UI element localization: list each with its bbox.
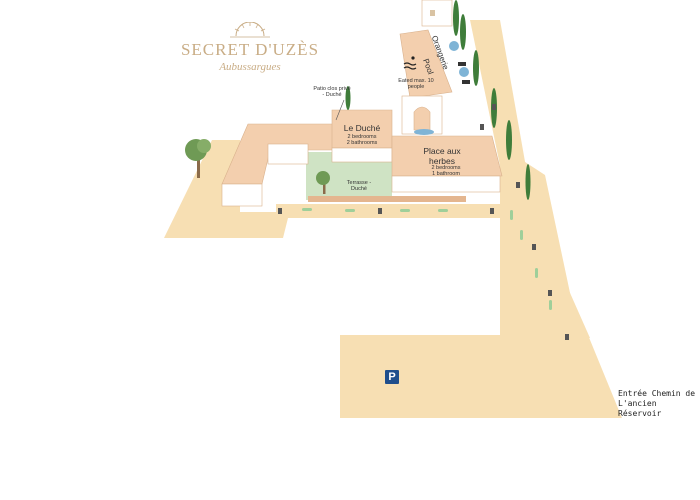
upper-right-path-ground [470, 20, 530, 190]
swimming-icon [403, 56, 417, 70]
lower-walkway-ground [276, 204, 500, 218]
olive-tree-terrasse [316, 171, 330, 194]
parking-sign: P [385, 370, 399, 384]
brand-name: SECRET D'UZÈS [180, 40, 320, 59]
le-duche-wall [331, 147, 393, 163]
terrasse-label: Terrasse - Duché [346, 180, 372, 193]
terrasse-bench [308, 196, 466, 202]
le-duche-name: Le Duché [343, 123, 381, 133]
entrance-label: Entrée Chemin de L'ancien Réservoir [618, 389, 700, 419]
le-duche-bedrooms: 2 bedrooms [347, 134, 377, 140]
left-wing-wall [221, 183, 263, 207]
place-aux-herbes-bathroom: 1 bathroom [432, 171, 460, 177]
parking-ground [340, 335, 622, 418]
patio-callout-line [335, 99, 345, 121]
entrance-line-1: Entrée Chemin de [618, 389, 696, 398]
place-aux-herbes-name: Place aux herbes [423, 146, 461, 166]
place-aux-herbes-bedrooms: 2 bedrooms [431, 165, 461, 171]
left-wing-front-wall [267, 143, 309, 165]
entrance-line-2: L'ancien Réservoir [618, 399, 662, 418]
orangerie-arch-door [413, 106, 431, 131]
diagonal-path-ground [498, 180, 590, 338]
sunrise-logo-icon [230, 22, 270, 38]
place-aux-herbes-wall [391, 175, 501, 193]
le-duche-bathrooms: 2 bathrooms [346, 140, 378, 146]
top-house-wall [421, 0, 453, 27]
olive-tree-left [185, 139, 211, 178]
eated-max-label: Eated max. 10 people [398, 78, 434, 91]
pool-umbrellas [449, 41, 470, 84]
pedestrian-icons [278, 104, 569, 340]
brand-logo: SECRET D'UZÈS Aubussargues [180, 22, 320, 73]
cypress-trees [345, 0, 531, 200]
place-aux-herbes-roof [391, 135, 503, 177]
patio-label: Patio clos privé - Duché [313, 86, 351, 99]
terrasse-garden [306, 152, 392, 200]
top-house-window [430, 10, 435, 16]
footprint-markers [302, 208, 552, 310]
brand-subtitle: Aubussargues [219, 61, 281, 73]
orangerie-roof [399, 29, 453, 99]
fountain-basin [414, 129, 434, 135]
